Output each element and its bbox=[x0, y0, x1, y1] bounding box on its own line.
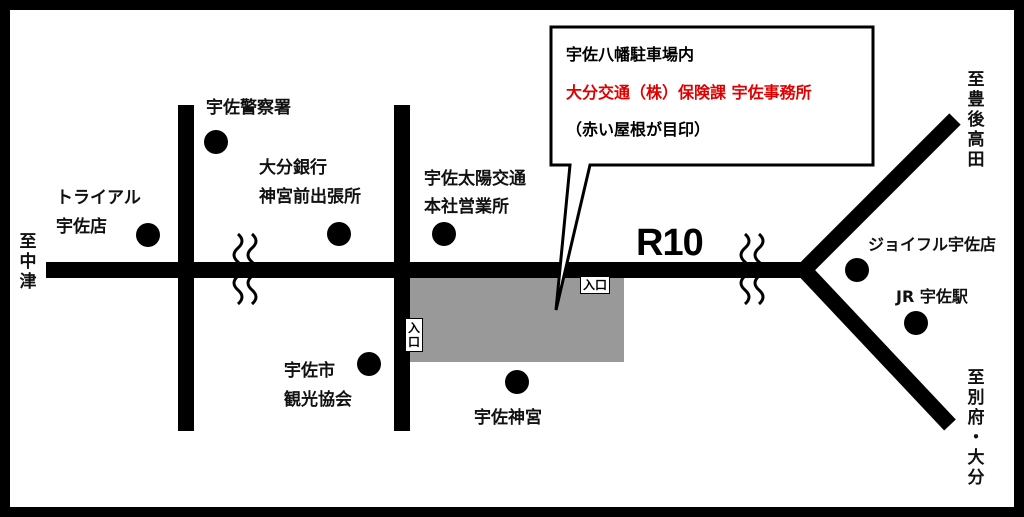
direction-southeast-char: ・ bbox=[967, 428, 985, 448]
bank-label-1: 大分銀行 bbox=[259, 158, 327, 178]
callout-bubble bbox=[549, 25, 875, 311]
direction-northeast-char: 至 bbox=[967, 70, 985, 90]
direction-southeast-char: 大 bbox=[967, 448, 985, 468]
road-fork-southeast bbox=[798, 264, 956, 431]
direction-southeast: 至別府・大分 bbox=[966, 368, 986, 488]
direction-west-char: 至 bbox=[19, 232, 37, 252]
entrance-top: 入口 bbox=[580, 276, 611, 294]
kanko-label-1: 宇佐市 bbox=[284, 361, 335, 381]
road-break-right bbox=[739, 232, 765, 306]
direction-southeast-char: 分 bbox=[967, 468, 985, 488]
callout-line-1: 宇佐八幡駐車場内 bbox=[566, 45, 695, 64]
entrance-left-label: 入口 bbox=[407, 321, 421, 349]
callout-line-3: （赤い屋根が目印） bbox=[566, 120, 711, 139]
road-break-left bbox=[232, 232, 258, 306]
station-label: JR 宇佐駅 bbox=[896, 287, 968, 306]
trial-label-2: 宇佐店 bbox=[56, 217, 107, 237]
direction-southeast-char: 至 bbox=[967, 368, 985, 388]
taiyo-label-2: 本社営業所 bbox=[424, 197, 509, 217]
taiyo-label-1: 宇佐太陽交通 bbox=[424, 169, 526, 189]
callout-line-2: 大分交通（株）保険課 宇佐事務所 bbox=[566, 83, 812, 102]
direction-west-char: 津 bbox=[19, 272, 37, 292]
taiyo-dot bbox=[432, 222, 456, 246]
kanko-label-2: 観光協会 bbox=[284, 390, 352, 410]
police-dot bbox=[204, 130, 228, 154]
entrance-left: 入口 bbox=[405, 318, 423, 352]
police-label: 宇佐警察署 bbox=[206, 98, 291, 118]
road-vertical-center bbox=[394, 105, 410, 431]
direction-northeast-char: 高 bbox=[967, 130, 985, 150]
direction-southeast-char: 別 bbox=[967, 388, 985, 408]
bank-label-2: 神宮前出張所 bbox=[259, 187, 361, 207]
route-label: R10 bbox=[636, 222, 704, 264]
road-fork-northeast bbox=[798, 113, 961, 276]
bank-dot bbox=[327, 222, 351, 246]
joyful-label: ジョイフル宇佐店 bbox=[868, 235, 997, 254]
direction-northeast-char: 豊 bbox=[967, 90, 985, 110]
trial-label-1: トライアル bbox=[56, 188, 141, 208]
road-r10 bbox=[46, 262, 810, 278]
direction-southeast-char: 府 bbox=[967, 408, 985, 428]
direction-west-char: 中 bbox=[19, 252, 37, 272]
direction-west: 至中津 bbox=[18, 232, 38, 292]
entrance-left-char: 入 bbox=[407, 321, 420, 335]
direction-northeast-char: 田 bbox=[967, 150, 985, 170]
direction-northeast: 至豊後高田 bbox=[966, 70, 986, 170]
entrance-left-char: 口 bbox=[407, 335, 420, 349]
jingu-dot bbox=[505, 370, 529, 394]
jingu-label: 宇佐神宮 bbox=[474, 408, 542, 428]
direction-northeast-char: 後 bbox=[967, 110, 985, 130]
joyful-dot bbox=[845, 258, 869, 282]
road-vertical-left bbox=[178, 105, 194, 431]
kanko-dot bbox=[357, 352, 381, 376]
trial-dot bbox=[136, 223, 160, 247]
station-dot bbox=[904, 311, 928, 335]
